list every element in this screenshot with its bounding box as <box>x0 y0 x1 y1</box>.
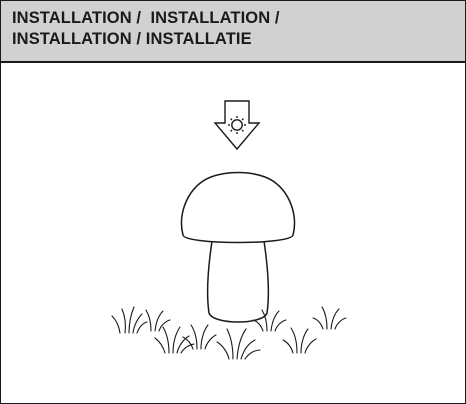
mushroom-icon <box>181 173 294 323</box>
installation-illustration <box>1 63 465 403</box>
header-line-2: INSTALLATION / INSTALLATIE <box>12 29 455 50</box>
header-line-1: INSTALLATION / INSTALLATION / <box>12 8 455 29</box>
sun-down-arrow-icon <box>215 101 259 149</box>
panel-header: INSTALLATION / INSTALLATION / INSTALLATI… <box>1 1 465 63</box>
